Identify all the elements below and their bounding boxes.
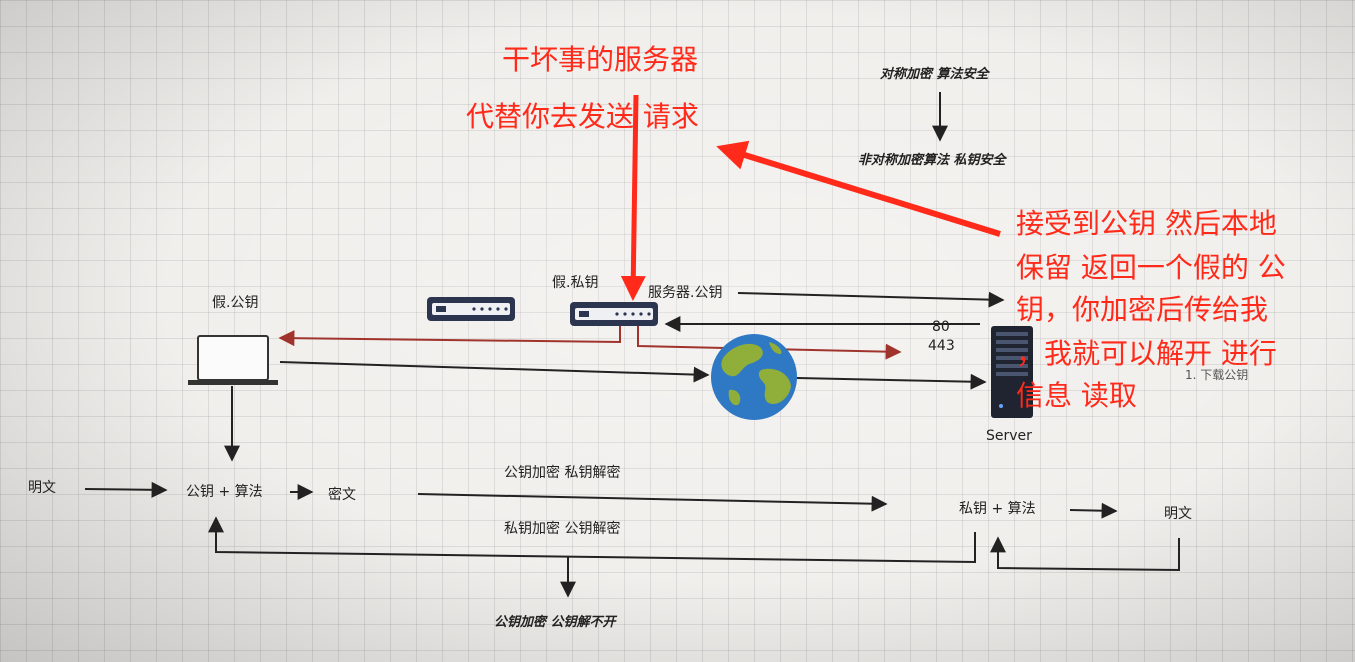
red-explanation-line: ，我就可以解开 进行	[1016, 337, 1277, 370]
fake-privkey-label: 假.私钥	[552, 275, 599, 291]
cannot-decrypt-note: 公钥加密 公钥解不开	[494, 615, 616, 630]
server-icon	[989, 326, 1035, 418]
port-80-label: 80	[932, 319, 950, 335]
plaintext-to-pubkey-arrow	[84, 481, 168, 498]
privkey-algorithm-label: 私钥 + 算法	[959, 501, 1036, 517]
red-explanation-line: 钥，你加密后传给我	[1016, 293, 1269, 326]
red-explanation-line: 信息 读取	[1016, 379, 1137, 412]
fake-pubkey-to-laptop-arrow	[278, 322, 621, 347]
fake-pubkey-label: 假.公钥	[212, 295, 259, 311]
port-443-label: 443	[928, 338, 955, 354]
server-pubkey-label: 服务器.公钥	[648, 285, 723, 301]
privkey-to-plaintext-arrow	[1069, 502, 1118, 519]
ciphertext-label: 密文	[328, 487, 356, 503]
plaintext-right-label: 明文	[1164, 506, 1192, 522]
laptop-to-globe-arrow	[279, 361, 710, 383]
red-explanation-line: 保留 返回一个假的 公	[1016, 251, 1286, 284]
red-pointer-arrow	[716, 140, 1001, 237]
return-loop-right	[990, 536, 1180, 572]
red-title-line1: 干坏事的服务器	[502, 43, 699, 76]
laptop-icon	[188, 334, 278, 388]
plaintext-left-label: 明文	[28, 480, 56, 496]
router-icon	[426, 295, 516, 325]
symmetric-note: 对称加密 算法安全	[880, 67, 989, 82]
router-to-server-red-line	[637, 322, 902, 360]
red-title-line2: 代替你去发送 请求	[466, 100, 699, 133]
router-icon	[569, 300, 659, 330]
globe-icon	[709, 332, 799, 422]
server-pubkey-arrow	[737, 291, 1005, 308]
globe-to-server-arrow	[796, 373, 987, 390]
priv-encrypt-pub-decrypt-label: 私钥加密 公钥解密	[504, 521, 621, 537]
cipher-to-server-arrow	[417, 493, 888, 512]
red-down-arrow	[620, 94, 646, 301]
pub-encrypt-priv-decrypt-label: 公钥加密 私钥解密	[504, 465, 621, 481]
pubkey-algorithm-label: 公钥 + 算法	[186, 484, 263, 500]
download-pubkey-label: 1. 下载公钥	[1185, 368, 1249, 382]
return-loop-left	[208, 516, 976, 564]
red-explanation-line: 接受到公钥 然后本地	[1016, 207, 1277, 240]
server-label: Server	[986, 428, 1032, 444]
asymmetric-note: 非对称加密算法 私钥安全	[858, 153, 1006, 168]
